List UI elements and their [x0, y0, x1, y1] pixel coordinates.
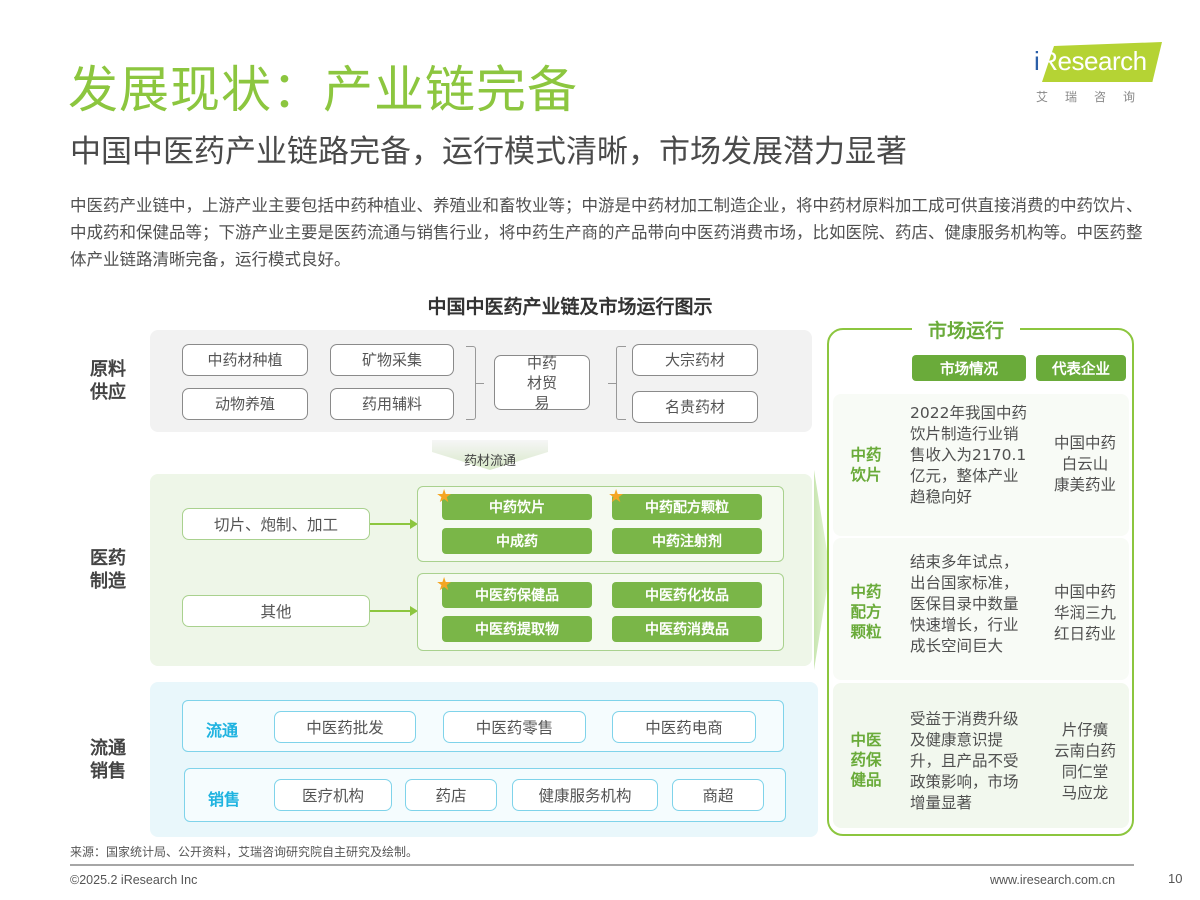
star-icon: ★: [436, 574, 453, 595]
company-name: 中国中药: [1053, 434, 1116, 452]
market-description: 2022年我国中药饮片制造行业销售收入为2170.1亿元，整体产业趋稳向好: [910, 404, 1027, 506]
market-companies: 片仔癀 云南白药 同仁堂 马应龙: [1040, 720, 1130, 804]
star-icon: ★: [436, 486, 453, 507]
sales-item: 健康服务机构: [512, 779, 658, 811]
product-pill: 中医药消费品: [612, 616, 762, 642]
herb-flow-label: 药材流通: [463, 454, 516, 469]
market-title: 市场运行: [912, 316, 1020, 343]
company-name: 马应龙: [1061, 784, 1109, 802]
bracket-right: [466, 346, 476, 420]
website-link[interactable]: www.iresearch.com.cn: [990, 873, 1116, 887]
bracket-tick: [476, 383, 484, 385]
market-companies: 中国中药 白云山 康美药业: [1040, 433, 1130, 496]
process-box: 切片、炮制、加工: [182, 508, 370, 540]
logo-background: [1042, 42, 1162, 82]
trade-hub-box: 中药材贸易: [494, 354, 590, 412]
page-title: 发展现状：产业链完备: [68, 61, 578, 119]
company-name: 红日药业: [1053, 625, 1116, 643]
raw-supply-label: 原料供应: [90, 359, 126, 403]
sales-label: 销售: [208, 790, 241, 809]
distribution-label: 流通销售: [90, 738, 126, 782]
page-number: 10: [1168, 871, 1183, 886]
manufacturing-label: 医药制造: [90, 548, 126, 592]
bracket-tick: [608, 383, 616, 385]
sales-item: 商超: [672, 779, 764, 811]
logo-chinese: 艾瑞咨询: [1036, 90, 1153, 104]
source-box: 动物养殖: [182, 388, 308, 420]
company-name: 华润三九: [1053, 604, 1116, 622]
product-pill: 中医药提取物: [442, 616, 592, 642]
source-box: 药用辅料: [330, 388, 454, 420]
arrow-right-icon: [410, 606, 418, 616]
circulation-label: 流通: [206, 721, 239, 740]
arrow-line: [370, 523, 414, 525]
market-row: [833, 538, 1129, 680]
market-category: 中药配方颗粒: [850, 583, 882, 641]
row-label-raw-supply: 原料供应: [78, 358, 138, 404]
company-name: 同仁堂: [1061, 763, 1109, 781]
product-pill: 中医药保健品: [442, 582, 592, 608]
circulation-item: 中医药电商: [612, 711, 756, 743]
circulation-item: 中医药批发: [274, 711, 416, 743]
company-name: 片仔癀: [1061, 721, 1109, 739]
row-label-manufacturing: 医药制造: [78, 547, 138, 593]
product-pill: 中成药: [442, 528, 592, 554]
logo-i: i: [1034, 46, 1040, 76]
source-box: 矿物采集: [330, 344, 454, 376]
product-pill: 中药饮片: [442, 494, 592, 520]
circulation-item: 中医药零售: [443, 711, 586, 743]
source-note: 来源：国家统计局、公开资料，艾瑞咨询研究院自主研究及绘制。: [70, 845, 419, 859]
company-name: 云南白药: [1053, 742, 1116, 760]
sales-item: 医疗机构: [274, 779, 392, 811]
product-pill: 中药注射剂: [612, 528, 762, 554]
market-description: 结束多年试点，出台国家标准，医保目录中数量快速增长，行业成长空间巨大: [910, 553, 1019, 655]
output-box: 大宗药材: [632, 344, 758, 376]
market-row: [833, 394, 1129, 536]
header-market-status: 市场情况: [912, 355, 1026, 381]
logo-research: Research: [1039, 46, 1147, 76]
copyright: ©2025.2 iResearch Inc: [70, 873, 198, 887]
source-box: 中药材种植: [182, 344, 308, 376]
star-icon: ★: [608, 486, 625, 507]
logo-wordmark: iResearch: [1034, 46, 1147, 77]
process-box: 其他: [182, 595, 370, 627]
row-label-distribution: 流通销售: [78, 737, 138, 783]
product-pill: 中医药化妆品: [612, 582, 762, 608]
market-companies: 中国中药 华润三九 红日药业: [1040, 582, 1130, 645]
market-arrow-icon: [814, 470, 830, 670]
market-category: 中药饮片: [850, 446, 882, 484]
market-row: [833, 683, 1129, 828]
market-category: 中医药保健品: [850, 731, 882, 789]
company-name: 康美药业: [1053, 476, 1116, 494]
company-name: 中国中药: [1053, 583, 1116, 601]
iresearch-logo: iResearch 艾瑞咨询: [1030, 38, 1170, 108]
product-pill: 中药配方颗粒: [612, 494, 762, 520]
page-subtitle: 中国中医药产业链路完备，运行模式清晰，市场发展潜力显著: [70, 134, 907, 170]
sales-item: 药店: [405, 779, 497, 811]
output-box: 名贵药材: [632, 391, 758, 423]
bracket-left: [616, 346, 626, 420]
arrow-line: [370, 610, 414, 612]
arrow-right-icon: [410, 519, 418, 529]
header-companies: 代表企业: [1036, 355, 1126, 381]
diagram-title: 中国中医药产业链及市场运行图示: [427, 296, 713, 318]
intro-paragraph: 中医药产业链中，上游产业主要包括中药种植业、养殖业和畜牧业等；中游是中药材加工制…: [70, 196, 1143, 269]
market-description: 受益于消费升级及健康意识提升，且产品不受政策影响，市场增量显著: [910, 710, 1019, 812]
footer-divider: [70, 864, 1134, 866]
herb-flow-arrow: 药材流通: [432, 440, 548, 470]
company-name: 白云山: [1061, 455, 1109, 473]
